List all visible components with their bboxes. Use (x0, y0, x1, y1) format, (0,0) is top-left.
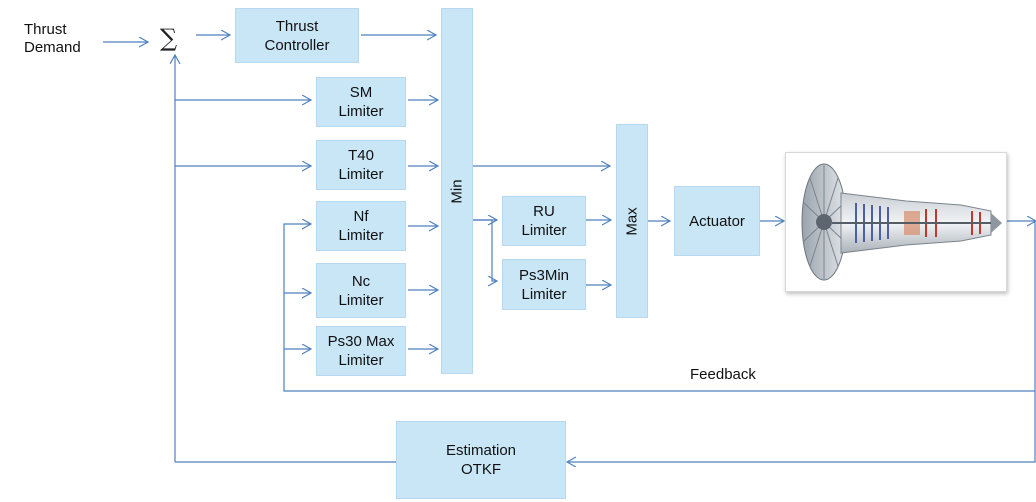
max-label: Max (623, 206, 641, 236)
ru-limiter-block: RU Limiter (502, 196, 586, 246)
ps3min-limiter-block: Ps3Min Limiter (502, 259, 586, 310)
min-label: Min (448, 178, 466, 204)
feedback-label: Feedback (690, 366, 756, 383)
sm-limiter-block: SM Limiter (316, 77, 406, 127)
min-block: Min (441, 8, 473, 374)
thrust-demand-label: Thrust Demand (24, 21, 81, 56)
connection-lines (103, 35, 1036, 462)
actuator-block: Actuator (674, 186, 760, 256)
thrust-controller-block: Thrust Controller (235, 8, 359, 63)
turbofan-engine-icon (801, 163, 1002, 281)
summing-junction: ∑ (160, 24, 178, 52)
max-block: Max (616, 124, 648, 318)
ps30-max-limiter-block: Ps30 Max Limiter (316, 326, 406, 376)
engine-image (785, 152, 1007, 292)
estimation-otkf-block: Estimation OTKF (396, 421, 566, 499)
nf-limiter-block: Nf Limiter (316, 201, 406, 251)
t40-limiter-block: T40 Limiter (316, 140, 406, 190)
nc-limiter-block: Nc Limiter (316, 263, 406, 318)
